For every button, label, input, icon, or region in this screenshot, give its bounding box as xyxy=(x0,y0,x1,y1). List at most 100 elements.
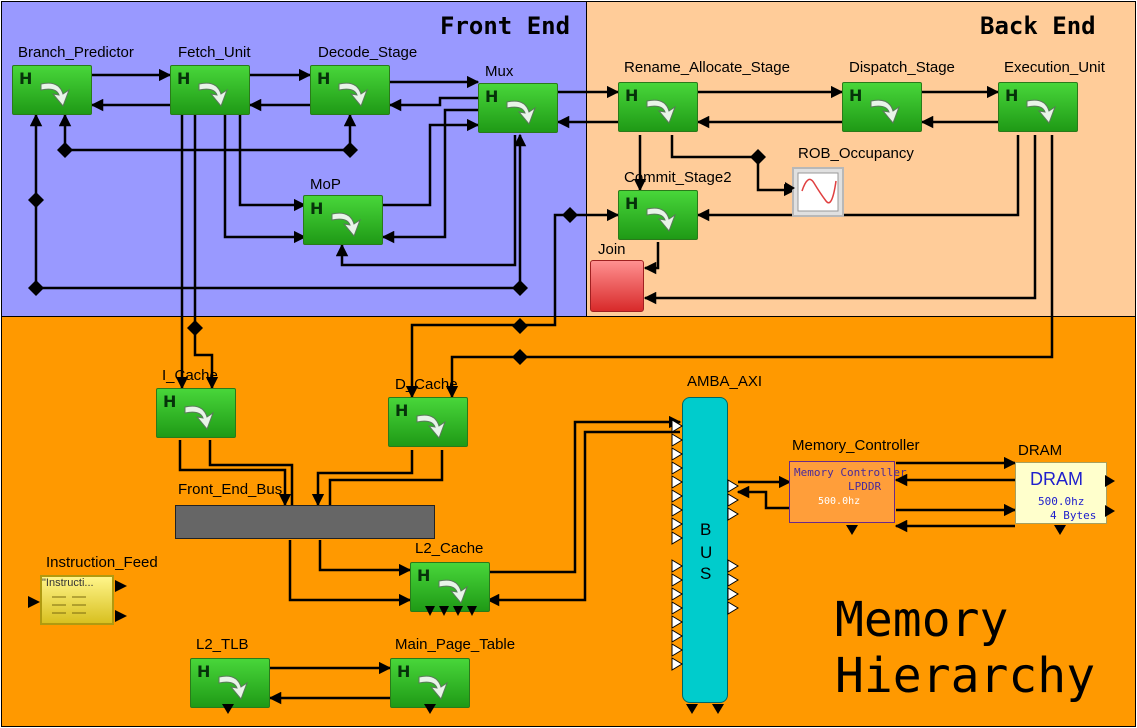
block-h-icon: H xyxy=(177,69,191,88)
bus-letter: S xyxy=(700,564,712,583)
bus-port xyxy=(727,479,739,493)
front-end-bus-block[interactable] xyxy=(175,505,435,539)
flow-arrow-icon xyxy=(646,207,677,232)
execution-unit-block[interactable]: H xyxy=(998,82,1078,132)
back-end-region xyxy=(586,1,1136,317)
block-h-icon: H xyxy=(317,69,331,88)
port-triangle xyxy=(115,610,127,622)
branch-predictor-label: Branch_Predictor xyxy=(18,44,134,61)
dispatch-stage-block[interactable]: H xyxy=(842,82,922,132)
amba-axi-bus[interactable]: B U S xyxy=(682,397,728,703)
rob-occupancy-plotter[interactable] xyxy=(792,167,844,217)
i-cache-block[interactable]: H xyxy=(156,388,236,438)
bus-port xyxy=(671,489,683,503)
flow-arrow-icon xyxy=(870,99,901,124)
port-triangle xyxy=(1105,475,1115,487)
junction-diamond xyxy=(187,320,203,336)
block-h-icon: H xyxy=(163,392,177,411)
port-triangle xyxy=(467,606,477,616)
l2-tlb-label: L2_TLB xyxy=(196,636,249,653)
wire xyxy=(388,96,478,112)
wire xyxy=(405,213,570,399)
bus-port xyxy=(671,475,683,489)
commit-stage-label: Commit_Stage2 xyxy=(624,169,732,186)
commit-stage-block[interactable]: H xyxy=(618,190,698,240)
front-end-title: Front End xyxy=(440,12,571,40)
wire xyxy=(488,415,682,574)
flow-arrow-icon xyxy=(331,212,362,237)
mux-label: Mux xyxy=(485,63,514,80)
instruction-feed-block[interactable]: "Instructi... xyxy=(40,575,114,625)
wire xyxy=(736,485,790,510)
wire xyxy=(178,440,292,507)
fetch-unit-block[interactable]: H xyxy=(170,65,250,115)
bus-port xyxy=(671,643,683,657)
port-triangle xyxy=(785,182,795,194)
flow-arrow-icon xyxy=(438,579,469,604)
bus-port xyxy=(671,531,683,545)
l2-cache-block[interactable]: H xyxy=(410,562,490,612)
wire xyxy=(383,118,480,207)
wire xyxy=(193,115,219,390)
l2-tlb-block[interactable]: H xyxy=(190,658,270,708)
flow-arrow-icon xyxy=(218,675,249,700)
rename-allocate-label: Rename_Allocate_Stage xyxy=(624,59,790,76)
sine-wave-icon xyxy=(797,172,839,212)
decode-stage-block[interactable]: H xyxy=(310,65,390,115)
join-label: Join xyxy=(598,241,626,258)
rename-allocate-block[interactable]: H xyxy=(618,82,698,132)
decode-stage-label: Decode_Stage xyxy=(318,44,418,61)
dram-label: DRAM xyxy=(1018,442,1063,459)
block-h-icon: H xyxy=(417,566,431,585)
bus-letter: B xyxy=(700,520,712,539)
memory-controller-title: Memory Controller xyxy=(794,466,907,479)
bus-port xyxy=(671,657,683,671)
flow-arrow-icon xyxy=(506,100,537,125)
i-cache-label: I_Cache xyxy=(162,367,218,384)
bus-port xyxy=(671,517,683,531)
instruction-feed-label: Instruction_Feed xyxy=(46,554,158,571)
memory-controller-type: LPDDR xyxy=(848,480,882,493)
wire xyxy=(445,135,1054,399)
dram-block[interactable]: DRAM 500.0hz 4 Bytes xyxy=(1015,462,1107,524)
instruction-feed-text: "Instructi... xyxy=(42,577,94,589)
join-block[interactable] xyxy=(590,260,644,312)
wire xyxy=(643,135,1037,305)
port-triangle xyxy=(712,704,724,714)
bus-port xyxy=(671,503,683,517)
dram-freq: 500.0hz xyxy=(1038,495,1085,508)
bus-port xyxy=(671,573,683,587)
mux-block[interactable]: H xyxy=(478,83,558,133)
wire xyxy=(311,450,414,507)
main-page-table-block[interactable]: H xyxy=(390,658,470,708)
flow-arrow-icon xyxy=(416,414,447,439)
wire xyxy=(288,540,412,607)
port-triangle xyxy=(424,704,436,714)
wire xyxy=(643,242,660,275)
block-h-icon: H xyxy=(849,86,863,105)
memory-controller-block[interactable]: Memory Controller LPDDR 500.0hz xyxy=(789,461,907,523)
branch-predictor-block[interactable]: H xyxy=(12,65,92,115)
flow-arrow-icon xyxy=(338,82,369,107)
bus-port xyxy=(727,587,739,601)
bus-port xyxy=(727,507,739,521)
mop-block[interactable]: H xyxy=(303,195,383,245)
front-end-bus-label: Front_End_Bus xyxy=(178,481,283,498)
block-h-icon: H xyxy=(395,401,409,420)
junction-diamond xyxy=(28,192,44,208)
memory-hierarchy-title-line2: Hierarchy xyxy=(835,648,1096,704)
bus-port xyxy=(671,419,683,433)
junction-diamond xyxy=(57,142,73,158)
block-h-icon: H xyxy=(485,87,499,106)
flow-arrow-icon xyxy=(646,99,677,124)
dram-title: DRAM xyxy=(1030,469,1083,489)
flow-arrow-icon xyxy=(40,82,71,107)
d-cache-block[interactable]: H xyxy=(388,397,468,447)
junction-diamond xyxy=(512,280,528,296)
block-h-icon: H xyxy=(19,69,33,88)
memory-hierarchy-title-line1: Memory xyxy=(835,592,1009,648)
flow-arrow-icon xyxy=(198,82,229,107)
back-end-title: Back End xyxy=(980,12,1096,40)
junction-diamond xyxy=(342,142,358,158)
